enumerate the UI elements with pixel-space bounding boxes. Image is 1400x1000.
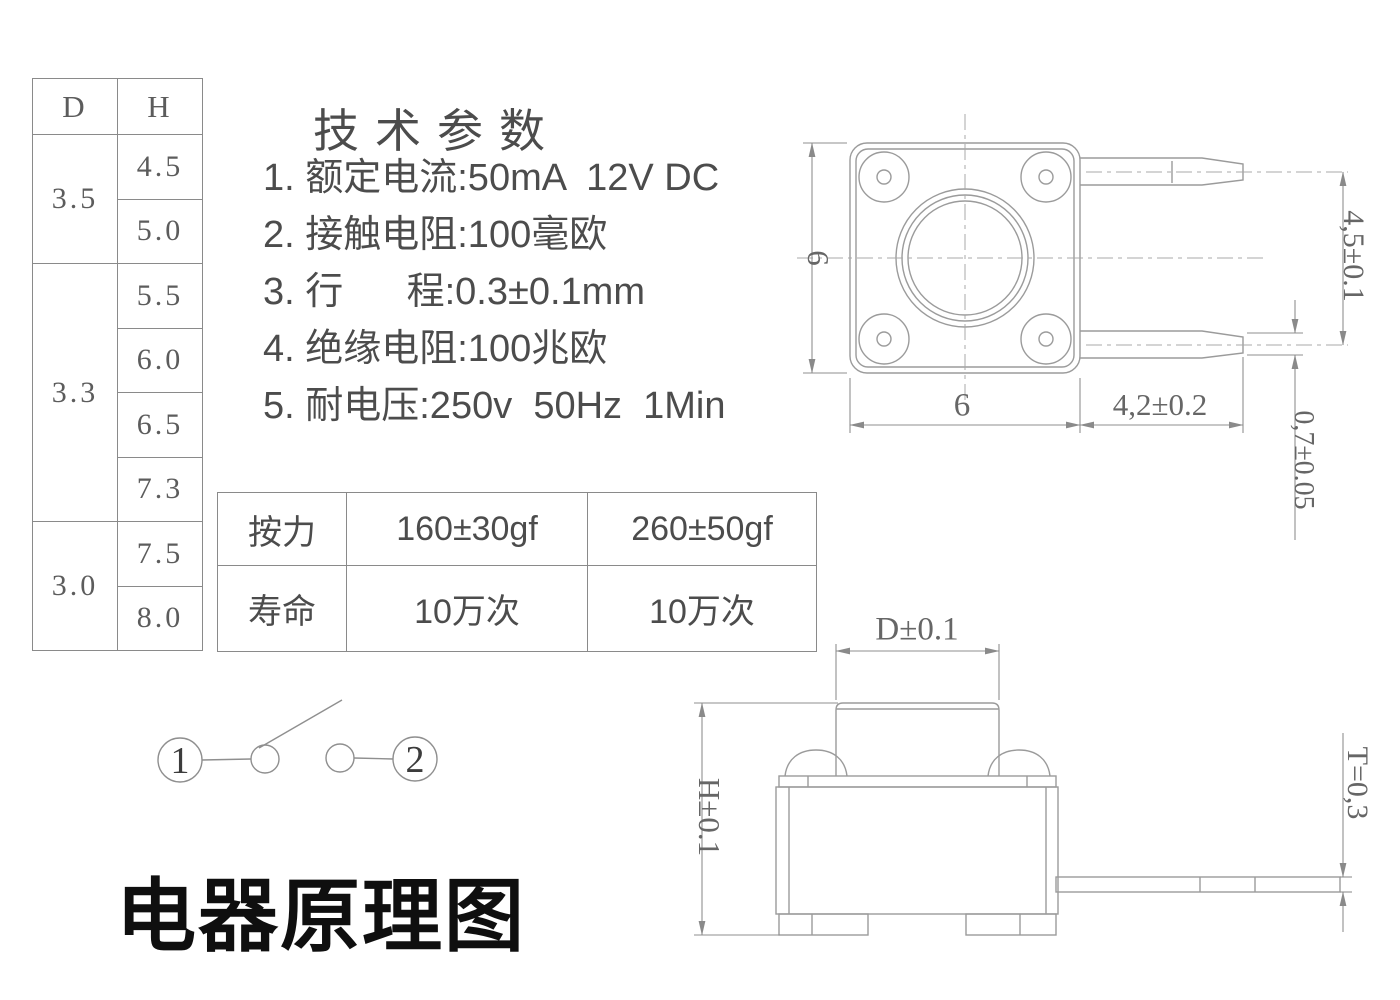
corner-rivet-hole — [1038, 331, 1054, 347]
dim-label-body-width: 6 — [953, 387, 971, 424]
terminal-1-number: 1 — [170, 740, 190, 782]
tech-params-title: 技术参数 — [313, 105, 561, 157]
dh-cell-h: 6.5 — [117, 392, 203, 458]
dim-label-pin-length: 4,2±0.2 — [1112, 387, 1208, 422]
dim-label-pin-tip-width: 0,7±0.05 — [1288, 410, 1319, 510]
schematic-title: 电器原理图 — [116, 874, 526, 962]
left-dome — [784, 749, 848, 777]
dh-header-d: D — [32, 78, 118, 135]
dh-cell-h: 8.0 — [117, 585, 203, 651]
terminal-2-number: 2 — [405, 739, 425, 781]
base-body — [775, 786, 1059, 915]
corner-rivet — [1020, 151, 1072, 203]
dh-cell-h: 7.5 — [117, 521, 203, 587]
plunger-outline — [835, 702, 1000, 776]
right-foot — [965, 913, 1057, 936]
dh-size-table: D H 3.5 4.5 5.0 3.3 5.5 6.0 6.5 7.3 3.0 … — [32, 78, 203, 651]
corner-rivet — [1020, 313, 1072, 365]
force-row-label: 按力 — [217, 492, 347, 566]
dh-cell-d: 3.5 — [32, 134, 118, 264]
tech-param-item: 3. 行 程:0.3±0.1mm — [263, 271, 645, 313]
side-view-drawing — [694, 644, 1352, 936]
dh-cell-h: 6.0 — [117, 327, 203, 393]
contact-b — [325, 743, 355, 773]
tech-param-item: 1. 额定电流:50mA 12V DC — [263, 157, 720, 199]
dim-label-pin-thickness: T=0,3 — [1341, 746, 1374, 820]
corner-rivet — [858, 313, 910, 365]
tech-param-item: 5. 耐电压:250v 50Hz 1Min — [263, 385, 726, 427]
life-row-label: 寿命 — [217, 565, 347, 652]
dim-label-total-height: H±0.1 — [692, 777, 727, 857]
corner-rivet — [858, 151, 910, 203]
tech-param-item: 2. 接触电阻:100毫欧 — [263, 214, 608, 256]
right-dome — [987, 749, 1051, 777]
switch-lever — [258, 699, 343, 749]
left-foot — [778, 913, 869, 936]
corner-rivet-hole — [1038, 169, 1054, 185]
tech-param-item: 4. 绝缘电阻:100兆欧 — [263, 328, 608, 370]
dh-cell-d: 3.0 — [32, 521, 118, 651]
side-pin — [1055, 876, 1341, 893]
dh-cell-h: 5.5 — [117, 263, 203, 329]
force-value: 260±50gf — [587, 492, 817, 566]
wire — [201, 758, 252, 761]
tech-params-list: 1. 额定电流:50mA 12V DC 2. 接触电阻:100毫欧 3. 行 程… — [263, 157, 726, 442]
life-value: 10万次 — [587, 565, 817, 652]
dh-cell-h: 4.5 — [117, 134, 203, 200]
force-value: 160±30gf — [346, 492, 588, 566]
cover-plate — [778, 775, 1057, 788]
dim-label-pin-pitch: 4,5±0.1 — [1337, 210, 1370, 302]
corner-rivet-hole — [876, 169, 892, 185]
dim-label-body-height: 6 — [801, 250, 836, 266]
wire — [353, 757, 394, 760]
top-view-drawing — [797, 114, 1348, 540]
circuit-schematic — [157, 699, 438, 783]
corner-rivet-hole — [876, 331, 892, 347]
terminal-2-circle — [392, 736, 438, 782]
contact-a — [250, 744, 280, 774]
force-life-table: 按力 160±30gf 260±50gf 寿命 10万次 10万次 — [217, 492, 817, 652]
dim-label-button-diameter: D±0.1 — [875, 611, 959, 648]
dh-cell-d: 3.3 — [32, 263, 118, 522]
dh-cell-h: 7.3 — [117, 456, 203, 522]
dh-cell-h: 5.0 — [117, 198, 203, 264]
dh-header-h: H — [117, 78, 203, 135]
